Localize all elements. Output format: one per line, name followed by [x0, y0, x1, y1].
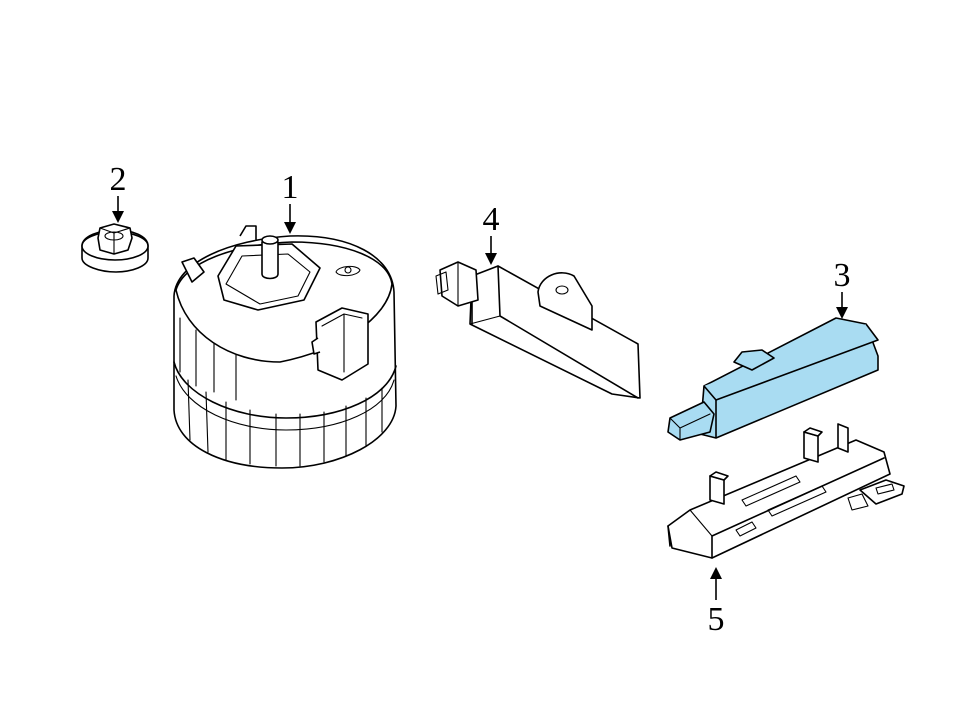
- callout-5: 5: [708, 601, 725, 638]
- callout-1: 1: [282, 169, 299, 206]
- part-2-nut: [81, 223, 149, 273]
- part-4-bracket: [435, 261, 641, 399]
- part-5-tray: [667, 423, 905, 559]
- arrow-part-3: [836, 292, 848, 319]
- callout-3: 3: [834, 257, 851, 294]
- part-1-module: [173, 225, 397, 469]
- arrow-part-4: [485, 236, 497, 265]
- callout-2: 2: [110, 161, 127, 198]
- arrow-part-5: [710, 567, 722, 600]
- arrow-part-2: [112, 196, 124, 223]
- callout-4: 4: [483, 201, 500, 238]
- arrow-part-1: [284, 204, 296, 234]
- part-3-highlighted-module: [667, 317, 879, 441]
